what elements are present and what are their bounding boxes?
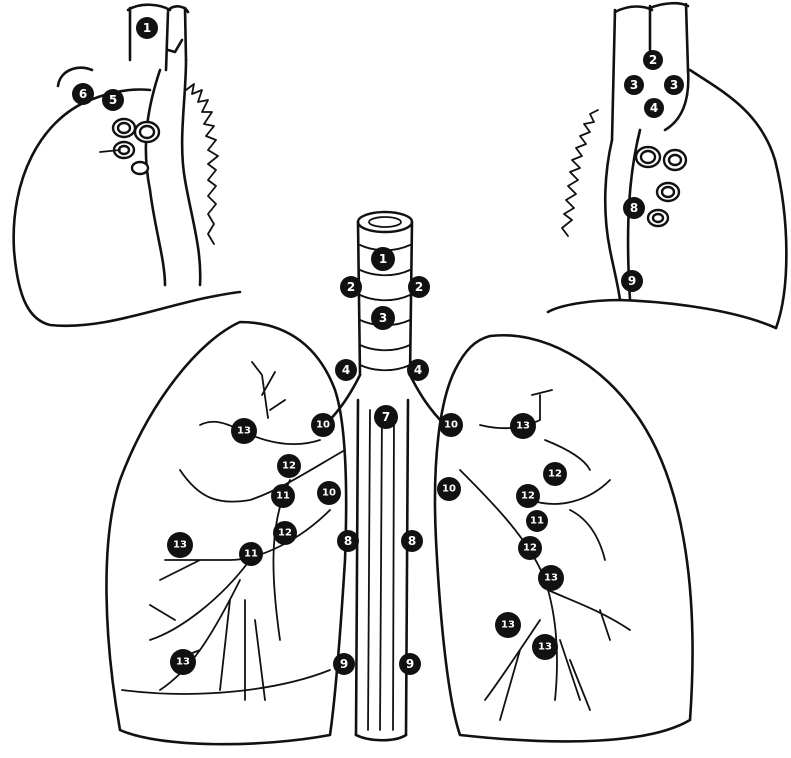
station-label: 2 (649, 53, 657, 67)
station-11-marker: 11 (239, 542, 263, 566)
station-label: 2 (347, 280, 355, 294)
station-1-marker: 1 (371, 247, 395, 271)
station-13-marker: 13 (538, 565, 564, 591)
station-label: 10 (322, 488, 336, 499)
right-lateral-view (14, 5, 240, 326)
station-12-marker: 12 (543, 462, 567, 486)
station-8-marker: 8 (337, 530, 359, 552)
station-label: 12 (521, 491, 535, 502)
station-13-marker: 13 (495, 612, 521, 638)
station-label: 8 (408, 534, 416, 548)
station-label: 13 (176, 657, 190, 668)
station-1-marker: 1 (136, 17, 158, 39)
station-3-marker: 3 (371, 306, 395, 330)
station-label: 13 (237, 426, 251, 437)
station-13-marker: 13 (510, 413, 536, 439)
station-10-marker: 10 (311, 413, 335, 437)
station-5-marker: 5 (102, 89, 124, 111)
station-label: 10 (316, 420, 330, 431)
station-label: 12 (548, 469, 562, 480)
station-6-marker: 6 (72, 83, 94, 105)
station-12-marker: 12 (518, 536, 542, 560)
station-label: 9 (406, 657, 414, 671)
station-label: 9 (340, 657, 348, 671)
station-9-marker: 9 (399, 653, 421, 675)
station-markers: 1 2 3 3 4 5 6 8 9 1 2 2 3 4 4 7 10 10 10… (72, 17, 684, 675)
station-label: 10 (444, 420, 458, 431)
station-11-marker: 11 (271, 484, 295, 508)
station-label: 13 (501, 620, 515, 631)
station-10-marker: 10 (439, 413, 463, 437)
station-label: 11 (244, 549, 258, 560)
station-8-marker: 8 (401, 530, 423, 552)
station-label: 13 (538, 642, 552, 653)
station-3-marker: 3 (664, 75, 684, 95)
station-4-marker: 4 (407, 359, 429, 381)
station-3-marker: 3 (624, 75, 644, 95)
station-label: 4 (342, 363, 350, 377)
station-label: 9 (628, 274, 636, 288)
station-label: 12 (278, 528, 292, 539)
station-2-marker: 2 (340, 276, 362, 298)
station-label: 8 (344, 534, 352, 548)
left-lateral-view (548, 3, 786, 328)
station-label: 4 (414, 363, 422, 377)
station-label: 6 (79, 87, 87, 101)
station-label: 11 (276, 491, 290, 502)
station-13-marker: 13 (231, 418, 257, 444)
station-label: 12 (523, 543, 537, 554)
station-10-marker: 10 (437, 477, 461, 501)
station-label: 10 (442, 484, 456, 495)
station-label: 3 (630, 78, 638, 92)
station-9-marker: 9 (333, 653, 355, 675)
station-13-marker: 13 (532, 634, 558, 660)
station-label: 5 (109, 93, 117, 107)
station-2-marker: 2 (643, 50, 663, 70)
station-label: 3 (379, 311, 387, 325)
station-8-marker: 8 (623, 197, 645, 219)
station-label: 8 (630, 201, 638, 215)
station-13-marker: 13 (167, 532, 193, 558)
station-13-marker: 13 (170, 649, 196, 675)
station-label: 13 (544, 573, 558, 584)
station-label: 7 (382, 410, 390, 424)
station-label: 12 (282, 461, 296, 472)
station-label: 11 (530, 516, 544, 527)
station-4-marker: 4 (335, 359, 357, 381)
station-label: 1 (379, 252, 387, 266)
station-7-marker: 7 (374, 405, 398, 429)
station-12-marker: 12 (516, 484, 540, 508)
station-label: 13 (516, 421, 530, 432)
station-2-marker: 2 (408, 276, 430, 298)
station-9-marker: 9 (621, 270, 643, 292)
station-12-marker: 12 (277, 454, 301, 478)
station-11-marker: 11 (526, 510, 548, 532)
station-label: 3 (670, 78, 678, 92)
station-label: 1 (143, 21, 151, 35)
station-label: 2 (415, 280, 423, 294)
station-label: 13 (173, 540, 187, 551)
station-label: 4 (650, 101, 658, 115)
station-12-marker: 12 (273, 521, 297, 545)
station-4-marker: 4 (644, 98, 664, 118)
station-10-marker: 10 (317, 481, 341, 505)
